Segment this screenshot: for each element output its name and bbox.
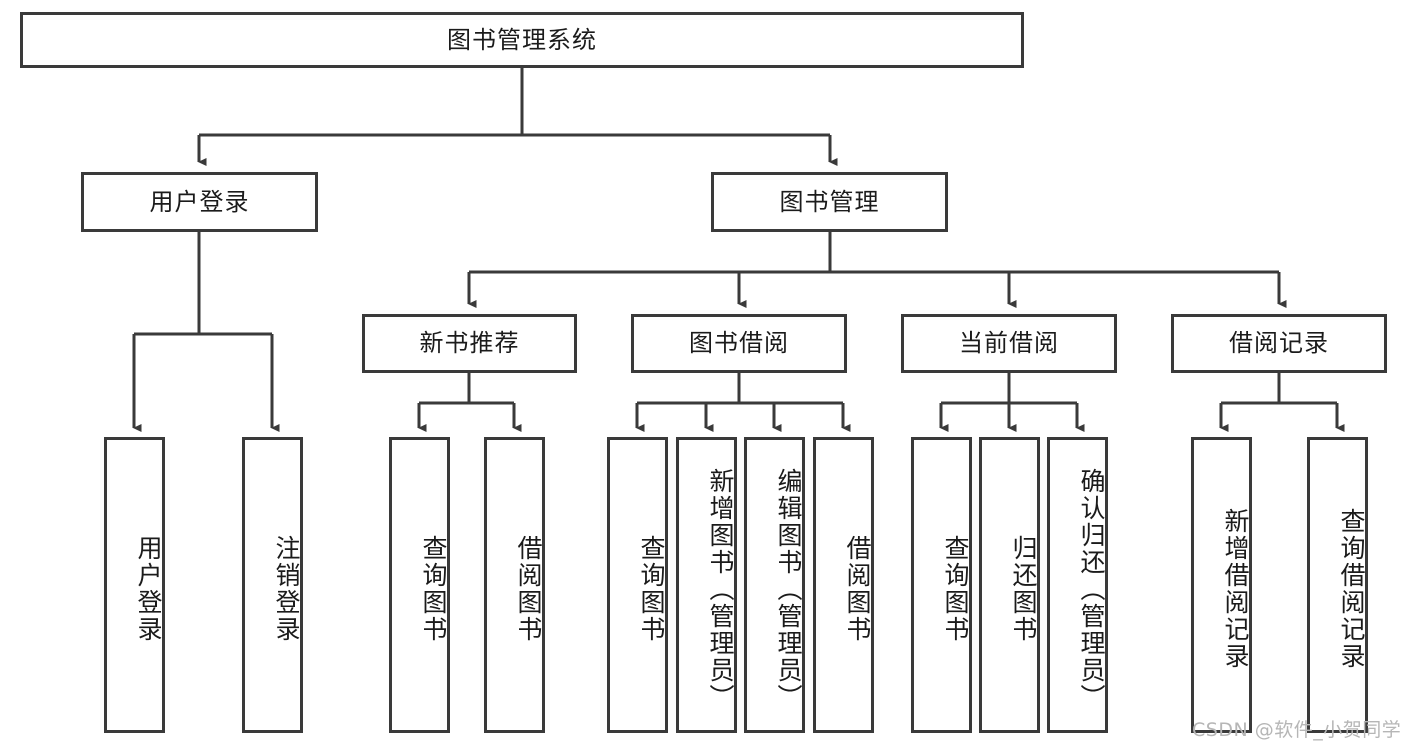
node-label: 当前借阅 <box>959 329 1059 358</box>
leaf-user-login[interactable]: 用户登录 <box>104 437 165 733</box>
node-label: 查询图书 <box>941 535 970 643</box>
node-current-borrow[interactable]: 当前借阅 <box>901 314 1117 373</box>
node-label: 查询借阅记录 <box>1337 508 1366 670</box>
leaf-query-book-recommend[interactable]: 查询图书 <box>389 437 450 733</box>
node-label: 图书借阅 <box>689 329 789 358</box>
leaf-query-borrow-record[interactable]: 查询借阅记录 <box>1307 437 1368 733</box>
node-root-system[interactable]: 图书管理系统 <box>20 12 1024 68</box>
leaf-add-borrow-record[interactable]: 新增借阅记录 <box>1191 437 1252 733</box>
node-label: 新增图书（管理员） <box>706 467 735 711</box>
leaf-return-book[interactable]: 归还图书 <box>979 437 1040 733</box>
node-book-management[interactable]: 图书管理 <box>711 172 948 232</box>
node-label: 新书推荐 <box>419 329 520 358</box>
node-label: 新增借阅记录 <box>1221 508 1250 670</box>
node-label: 借阅图书 <box>843 535 872 643</box>
node-label: 注销登录 <box>272 535 301 643</box>
leaf-query-book-borrow[interactable]: 查询图书 <box>607 437 668 733</box>
node-label: 查询图书 <box>419 535 448 643</box>
leaf-borrow-book[interactable]: 借阅图书 <box>813 437 874 733</box>
node-label: 查询图书 <box>637 535 666 643</box>
leaf-borrow-book-recommend[interactable]: 借阅图书 <box>484 437 545 733</box>
node-label: 借阅记录 <box>1229 329 1329 358</box>
node-new-book-recommend[interactable]: 新书推荐 <box>362 314 577 373</box>
node-borrow-record[interactable]: 借阅记录 <box>1171 314 1387 373</box>
node-label: 编辑图书（管理员） <box>774 467 803 711</box>
node-label: 归还图书 <box>1009 535 1038 643</box>
node-book-borrow[interactable]: 图书借阅 <box>631 314 847 373</box>
node-label: 借阅图书 <box>514 535 543 643</box>
node-label: 用户登录 <box>149 187 250 216</box>
node-user-login[interactable]: 用户登录 <box>81 172 318 232</box>
node-label: 确认归还（管理员） <box>1077 467 1106 711</box>
leaf-add-book-admin[interactable]: 新增图书（管理员） <box>676 437 737 733</box>
node-label: 图书管理系统 <box>447 25 597 54</box>
watermark-text: CSDN @软件_小贺同学 <box>1192 719 1402 741</box>
leaf-user-logout[interactable]: 注销登录 <box>242 437 303 733</box>
node-label: 用户登录 <box>134 535 163 643</box>
leaf-edit-book-admin[interactable]: 编辑图书（管理员） <box>744 437 805 733</box>
leaf-confirm-return-admin[interactable]: 确认归还（管理员） <box>1047 437 1108 733</box>
leaf-query-book-current[interactable]: 查询图书 <box>911 437 972 733</box>
node-label: 图书管理 <box>779 187 880 216</box>
